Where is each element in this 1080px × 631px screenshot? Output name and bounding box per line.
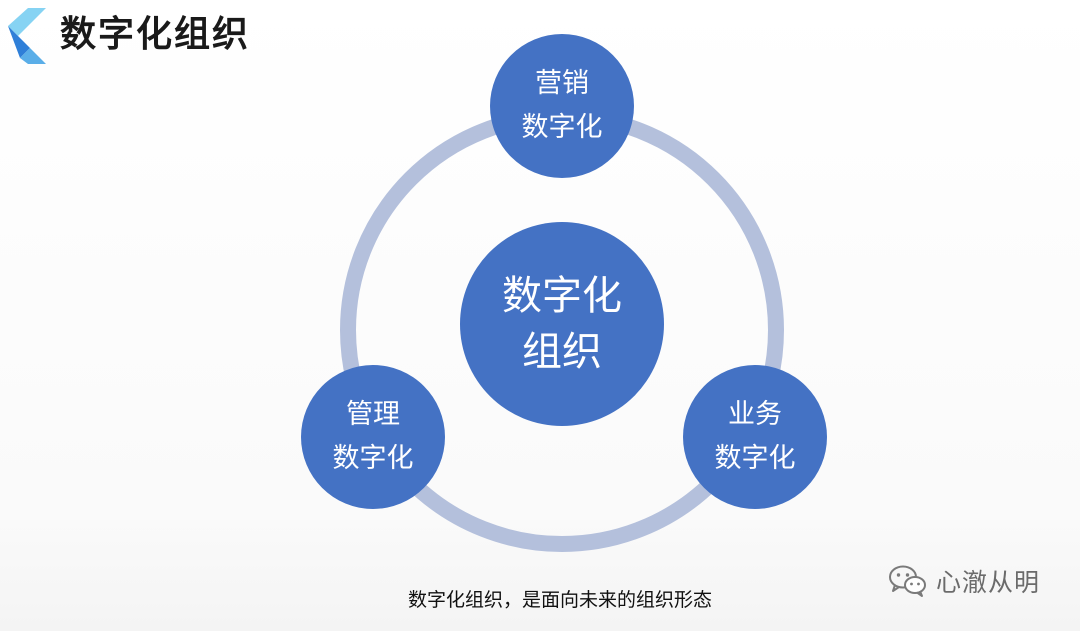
watermark-text: 心澈从明 xyxy=(936,568,1041,597)
business-node: 业务 数字化 xyxy=(683,365,827,509)
caption: 数字化组织，是面向未来的组织形态 xyxy=(407,589,712,611)
marketing-node-line2: 数字化 xyxy=(521,112,603,143)
brand-logo-icon xyxy=(8,8,46,64)
page-title: 数字化组织 xyxy=(60,14,251,55)
center-node: 数字化 组织 xyxy=(460,222,664,426)
center-node-line1: 数字化 xyxy=(502,273,622,319)
management-node: 管理 数字化 xyxy=(301,365,445,509)
watermark: 心澈从明 xyxy=(888,563,1040,599)
center-node-line2: 组织 xyxy=(522,329,602,375)
marketing-node: 营销 数字化 xyxy=(490,34,634,178)
header: 数字化组织 xyxy=(0,0,400,70)
business-node-line1: 业务 xyxy=(728,399,782,430)
wechat-icon xyxy=(889,565,926,597)
management-node-line2: 数字化 xyxy=(332,443,414,474)
management-node-line1: 管理 xyxy=(346,399,400,430)
business-node-line2: 数字化 xyxy=(714,443,796,474)
marketing-node-line1: 营销 xyxy=(535,68,589,99)
